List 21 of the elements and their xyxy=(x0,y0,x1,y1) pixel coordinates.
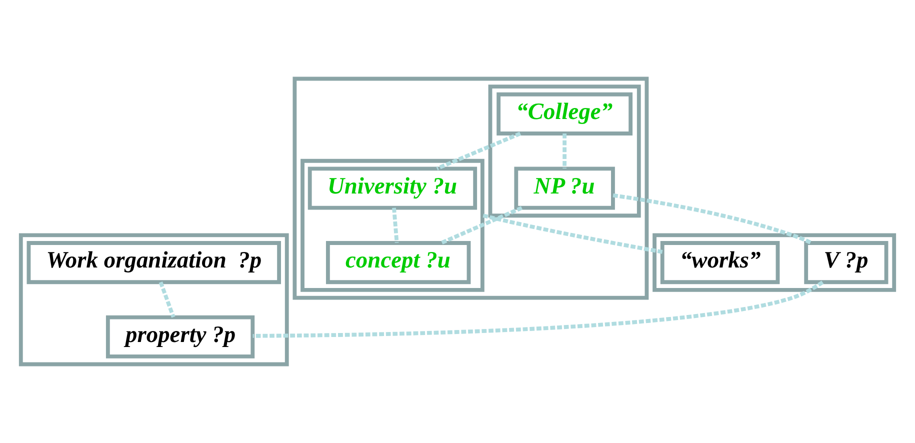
cluster xyxy=(488,84,641,218)
node-box: property ?p xyxy=(106,315,255,358)
node-box: “works” xyxy=(660,241,780,284)
cluster xyxy=(292,76,649,300)
node-box: “College” xyxy=(496,92,633,136)
connector xyxy=(612,193,812,245)
connector xyxy=(436,132,522,170)
connector xyxy=(392,208,399,243)
node-box: V ?p xyxy=(804,241,888,284)
node-box: Work organization ?p xyxy=(26,241,281,284)
node-box: NP ?u xyxy=(514,166,615,210)
connector xyxy=(252,280,824,338)
node-box: concept ?u xyxy=(326,241,471,284)
connector xyxy=(481,214,663,254)
node-box: University ?u xyxy=(308,166,478,210)
cluster xyxy=(18,233,289,366)
cluster xyxy=(300,158,484,292)
connector xyxy=(440,206,523,245)
connector xyxy=(562,134,567,168)
cluster xyxy=(652,233,896,292)
connector xyxy=(158,282,176,318)
